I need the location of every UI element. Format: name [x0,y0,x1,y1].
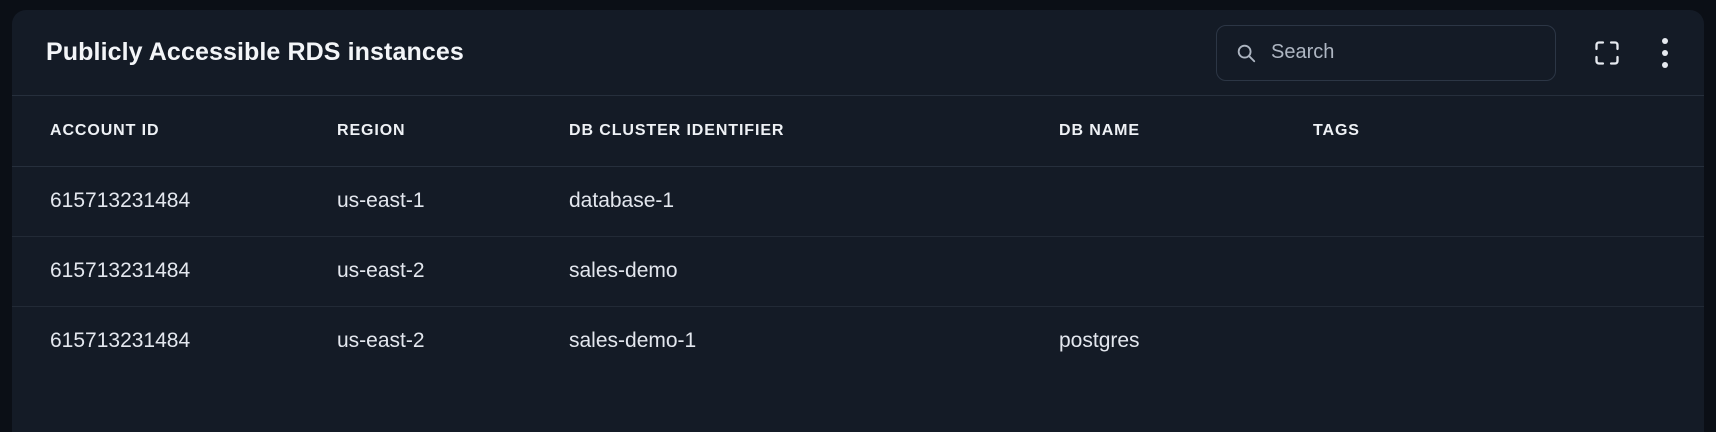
kebab-menu-icon [1662,37,1668,68]
table-row[interactable]: 615713231484 us-east-2 sales-demo [12,236,1704,307]
column-header-account-id[interactable]: ACCOUNT ID [12,96,327,167]
cell-account-id: 615713231484 [50,329,191,353]
cell-tags [1303,306,1704,376]
page-title: Publicly Accessible RDS instances [46,38,464,66]
cell-account-id: 615713231484 [12,166,327,237]
table-body: 615713231484 us-east-1 database-1 615713… [12,166,1704,376]
column-header-db-name[interactable]: DB NAME [1049,96,1303,167]
header-actions [1590,36,1682,70]
table-header: ACCOUNT ID REGION DB CLUSTER IDENTIFIER … [12,96,1704,167]
cell-db-name [1049,166,1303,237]
table-header-row: ACCOUNT ID REGION DB CLUSTER IDENTIFIER … [12,96,1704,167]
search-box[interactable] [1216,24,1556,81]
rds-instances-panel: Publicly Accessible RDS instances [12,10,1704,432]
rds-instances-table: ACCOUNT ID REGION DB CLUSTER IDENTIFIER … [12,96,1704,376]
search-input[interactable] [1271,41,1537,64]
cell-region: us-east-1 [327,166,559,237]
cell-tags [1303,236,1704,307]
expand-icon [1593,39,1621,67]
cell-tags [1303,166,1704,237]
cell-region: us-east-2 [327,236,559,307]
column-header-db-cluster-identifier[interactable]: DB CLUSTER IDENTIFIER [559,96,1049,167]
panel-header: Publicly Accessible RDS instances [12,10,1704,96]
cell-db-name [1049,236,1303,307]
cell-db-cluster-identifier: sales-demo-1 [569,329,697,353]
cell-region: us-east-2 [337,329,425,353]
cell-db-cluster-identifier: database-1 [559,166,1049,237]
table-row[interactable]: 615713231484 us-east-1 database-1 [12,166,1704,237]
table-row[interactable]: 615713231484 us-east-2 sales-demo-1 post… [12,306,1704,376]
cell-db-name: postgres [1059,329,1140,353]
search-icon [1235,42,1257,64]
cell-account-id: 615713231484 [12,236,327,307]
column-header-region[interactable]: REGION [327,96,559,167]
column-header-tags[interactable]: TAGS [1303,96,1704,167]
cell-db-cluster-identifier: sales-demo [559,236,1049,307]
expand-button[interactable] [1590,36,1624,70]
more-options-button[interactable] [1648,36,1682,70]
